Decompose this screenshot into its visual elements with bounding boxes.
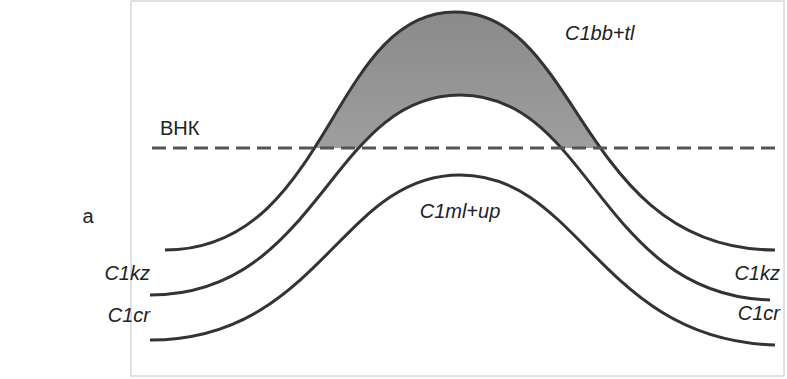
oil-deposit xyxy=(150,12,775,148)
stratum-label: C1bb+tl xyxy=(565,22,635,44)
horizon-top xyxy=(165,12,775,250)
stratum-label: C1kz xyxy=(104,262,150,284)
figure-letter: a xyxy=(82,205,93,227)
horizon-middle xyxy=(150,95,770,300)
owc-line xyxy=(152,147,775,150)
horizon-bottom xyxy=(150,175,775,345)
owc-label: ВНК xyxy=(160,117,199,139)
stratum-label: C1cr xyxy=(108,304,150,326)
frame xyxy=(131,1,784,376)
stratum-label: C1cr xyxy=(738,302,780,324)
stratum-label: C1ml+up xyxy=(420,200,501,222)
stratum-label: C1kz xyxy=(734,262,780,284)
